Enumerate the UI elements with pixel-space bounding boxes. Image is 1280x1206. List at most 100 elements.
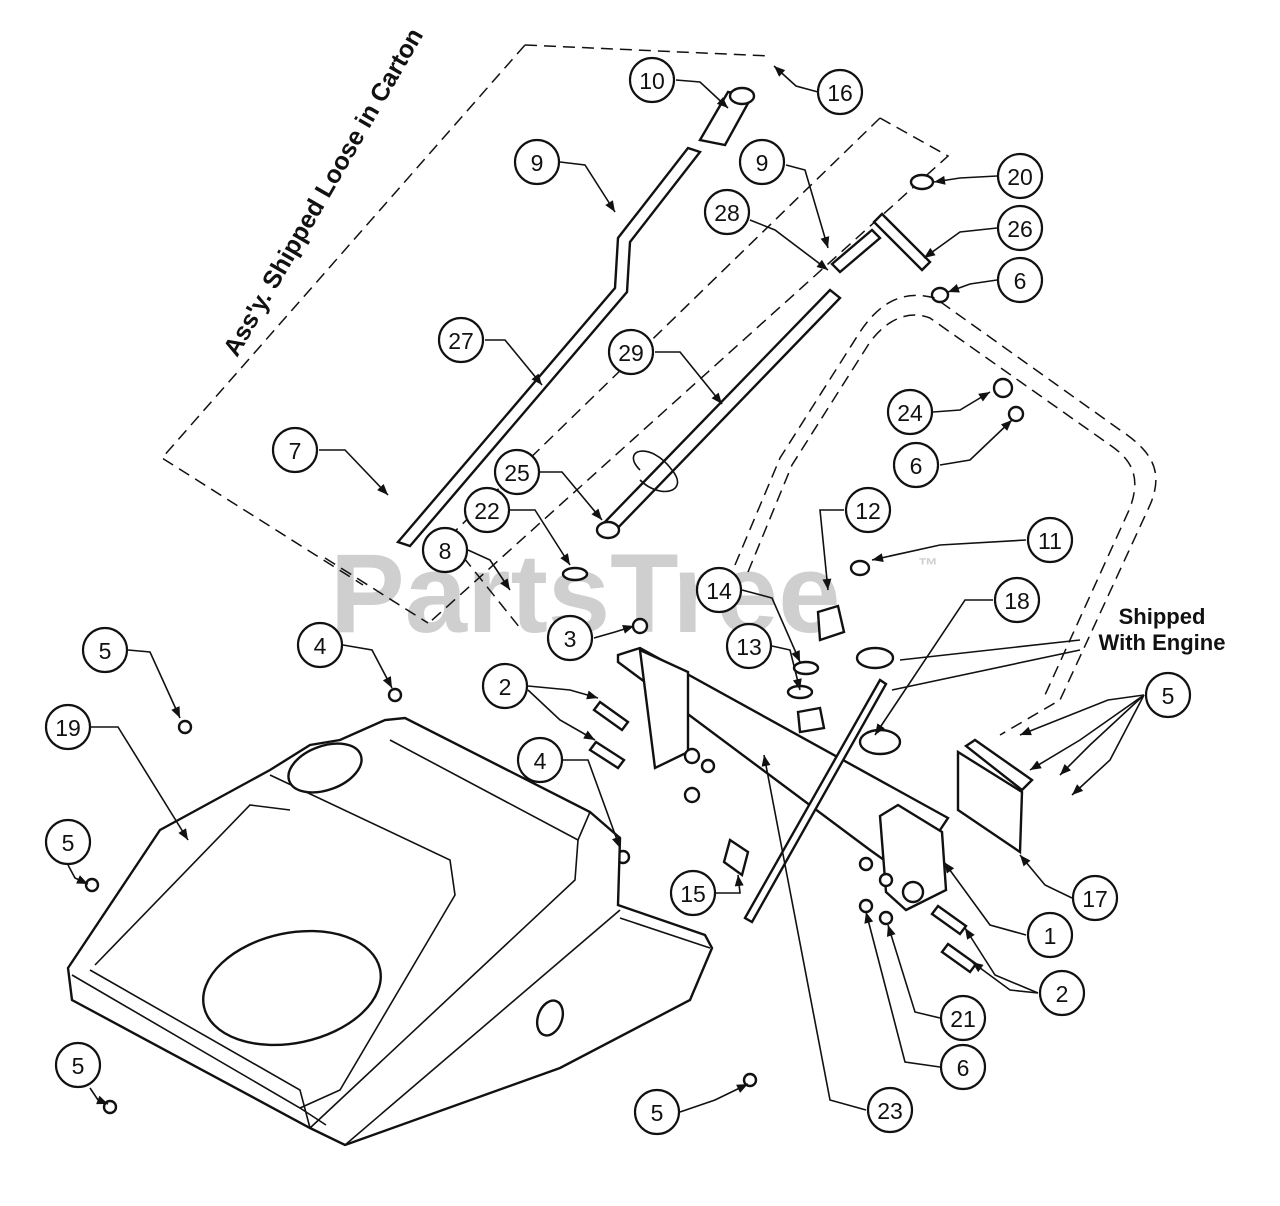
callout-number: 19 (55, 715, 81, 741)
callout-leader (675, 79, 729, 109)
callout-8: 8 (421, 526, 511, 591)
callout-number: 26 (1007, 216, 1033, 242)
callout-number: 12 (855, 498, 881, 524)
callout-17: 17 (1019, 854, 1119, 922)
callout-number: 15 (680, 881, 706, 907)
callout-number: 22 (474, 498, 500, 524)
callout-7: 7 (271, 426, 389, 496)
callout-circle (546, 614, 594, 662)
callout-leader (749, 219, 829, 271)
arrowhead (761, 755, 771, 767)
callout-3: 3 (546, 614, 635, 662)
callout-11: 11 (871, 516, 1074, 564)
callout-leader (763, 754, 867, 1111)
callout-5: 5 (54, 1041, 109, 1105)
callout-5: 5 (1019, 671, 1192, 796)
callout-14: 14 (695, 566, 801, 663)
arrowhead (820, 236, 830, 248)
callout-leader (741, 589, 801, 663)
callout-number: 6 (957, 1055, 970, 1081)
callout-number: 2 (499, 674, 512, 700)
callout-leader (90, 726, 189, 841)
callout-leader (1019, 854, 1073, 899)
callout-circle (1026, 911, 1074, 959)
arrowhead (76, 875, 88, 884)
callout-leader (943, 861, 1027, 936)
callout-15: 15 (669, 869, 744, 917)
callout-circle (939, 1043, 987, 1091)
callout-number: 4 (314, 633, 327, 659)
upper-handle-right (561, 173, 950, 582)
callout-circle (1144, 671, 1192, 719)
callout-number: 5 (72, 1053, 85, 1079)
callout-circle (481, 662, 529, 710)
callout-6: 6 (892, 419, 1013, 489)
callout-circle (81, 626, 129, 674)
callout-circle (271, 426, 319, 474)
callout-circle (844, 486, 892, 534)
arrowhead (924, 247, 936, 258)
engine-note-line2: With Engine (1099, 630, 1226, 655)
arrowhead (1020, 855, 1031, 867)
arrowhead (531, 373, 542, 385)
callout-leader (964, 927, 1039, 994)
engine-note-leader (891, 639, 1081, 691)
callout-number: 23 (877, 1098, 903, 1124)
callout-number: 16 (827, 80, 853, 106)
callout-number: 17 (1082, 886, 1108, 912)
callout-number: 8 (439, 538, 452, 564)
arrowhead (716, 97, 728, 108)
callout-number: 10 (639, 68, 665, 94)
carton-boundary (160, 44, 950, 629)
arrowhead (864, 912, 874, 924)
callout-number: 11 (1038, 528, 1062, 554)
arrowhead (1030, 760, 1042, 770)
callout-4: 4 (296, 621, 393, 689)
callout-number: 14 (706, 578, 732, 604)
callout-circle (996, 152, 1044, 200)
callout-leader (871, 539, 1027, 561)
arrowhead (822, 578, 832, 590)
callout-5: 5 (633, 1083, 749, 1136)
callout-circle (939, 994, 987, 1042)
callout-number: 9 (756, 150, 769, 176)
callout-12: 12 (819, 486, 892, 591)
hardware (84, 559, 978, 1115)
watermark-tm: ™ (918, 555, 938, 577)
arrowhead (622, 625, 634, 634)
callout-leader (932, 391, 991, 413)
callout-27: 27 (437, 316, 543, 386)
callout-6: 6 (864, 911, 987, 1091)
callout-number: 20 (1007, 164, 1033, 190)
callout-number: 2 (1056, 981, 1069, 1007)
callout-number: 3 (564, 626, 577, 652)
callout-number: 5 (651, 1100, 664, 1126)
arrowhead (583, 730, 595, 740)
arrowhead (774, 66, 786, 77)
callout-5: 5 (81, 626, 181, 719)
callout-leader (485, 339, 543, 386)
callout-4: 4 (516, 736, 621, 849)
callout-22: 22 (463, 486, 571, 566)
callout-number: 28 (714, 200, 740, 226)
callout-number: 25 (504, 460, 530, 486)
callout-circle (633, 1088, 681, 1136)
arrowhead (972, 962, 984, 973)
callout-number: 24 (897, 400, 923, 426)
callout-leader (771, 645, 801, 691)
callout-leader (527, 689, 596, 741)
control-bracket (616, 646, 1034, 912)
callout-number: 18 (1004, 588, 1030, 614)
callout-circle (607, 328, 655, 376)
engine-shroud (66, 716, 714, 1147)
callout-26: 26 (923, 204, 1044, 259)
callout-leader (1059, 694, 1145, 776)
callout-number: 21 (950, 1006, 976, 1032)
callout-circle (463, 486, 511, 534)
arrowhead (711, 392, 722, 404)
arrowhead (875, 723, 885, 735)
arrowhead (948, 284, 960, 293)
callout-number: 27 (448, 328, 474, 354)
carton-note: Ass'y. Shipped Loose in Carton (218, 23, 429, 361)
